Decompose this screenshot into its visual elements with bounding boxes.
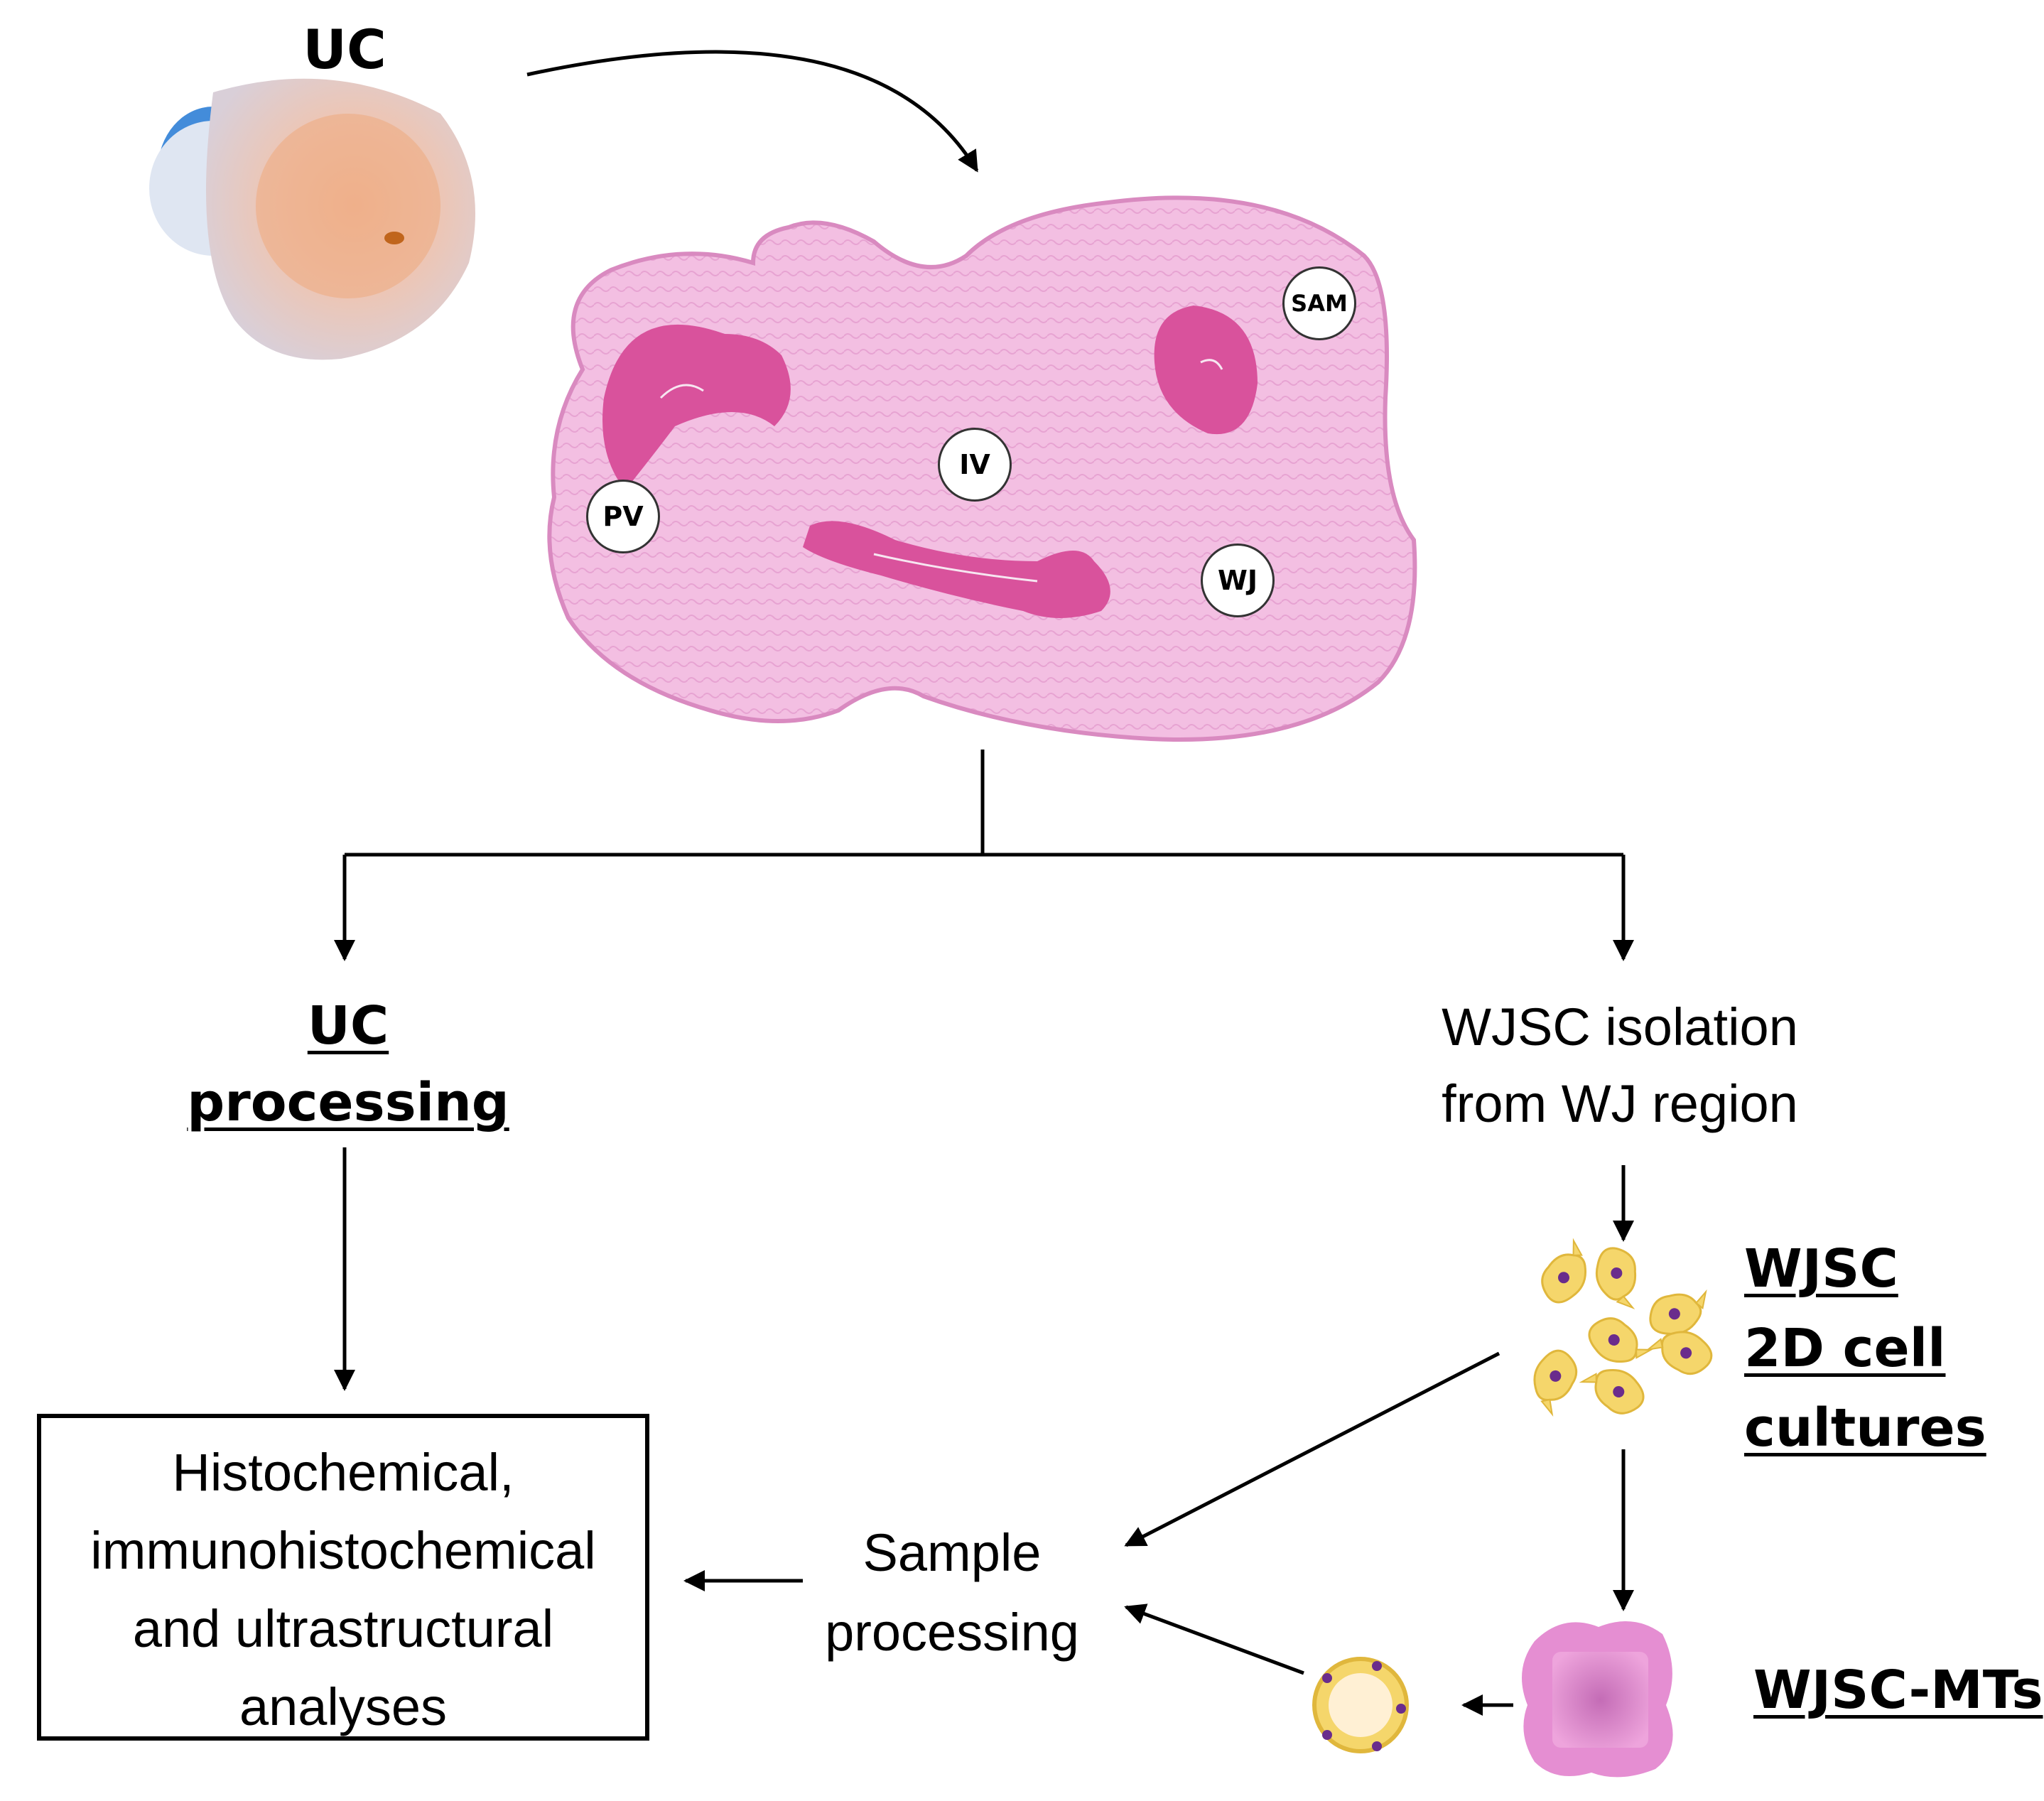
sample-processing-line1: Sample	[863, 1523, 1042, 1582]
arrow-ring-to-sample	[1124, 1603, 1304, 1675]
cell-culture-line3: cultures	[1744, 1397, 1986, 1459]
microtissue-illustration	[1522, 1621, 1673, 1778]
label-sam: SAM	[1282, 266, 1356, 340]
cell-ring-illustration	[1312, 1657, 1409, 1753]
arrow-photo-to-section	[526, 50, 979, 173]
cell-culture-label: WJSC 2D cell cultures	[1744, 1229, 1986, 1468]
uc-processing-line1: UC	[307, 995, 389, 1056]
cell-culture-illustration	[1523, 1235, 1718, 1422]
cell-culture-line1: WJSC	[1744, 1238, 1898, 1299]
analyses-line4: analyses	[239, 1677, 448, 1736]
wjsc-isolation-line2: from WJ region	[1442, 1074, 1798, 1133]
uc-processing-line2: processing	[187, 1072, 509, 1133]
uc-processing-label: UC processing	[163, 988, 533, 1141]
analyses-line3: and ultrastructural	[132, 1599, 554, 1658]
cell-culture-line2: 2D cell	[1744, 1318, 1946, 1379]
analyses-box: Histochemical, immunohistochemical and u…	[37, 1414, 649, 1741]
analyses-line1: Histochemical,	[172, 1443, 514, 1502]
uc-title: UC	[303, 18, 386, 81]
label-pv: PV	[586, 480, 660, 553]
microtissue-label: WJSC-MTs	[1753, 1660, 2043, 1721]
wjsc-isolation-label: WJSC isolation from WJ region	[1343, 989, 1897, 1142]
umbilical-cord-photo	[149, 78, 475, 360]
arrow-cells-to-sample	[1124, 1351, 1500, 1547]
analyses-text: Histochemical, immunohistochemical and u…	[41, 1434, 645, 1746]
sample-processing-label: Sample processing	[774, 1513, 1130, 1672]
label-iv: IV	[938, 428, 1012, 502]
analyses-line2: immunohistochemical	[90, 1521, 596, 1580]
wjsc-isolation-line1: WJSC isolation	[1442, 997, 1798, 1056]
sample-processing-line2: processing	[825, 1603, 1079, 1662]
label-wj: WJ	[1201, 543, 1275, 617]
